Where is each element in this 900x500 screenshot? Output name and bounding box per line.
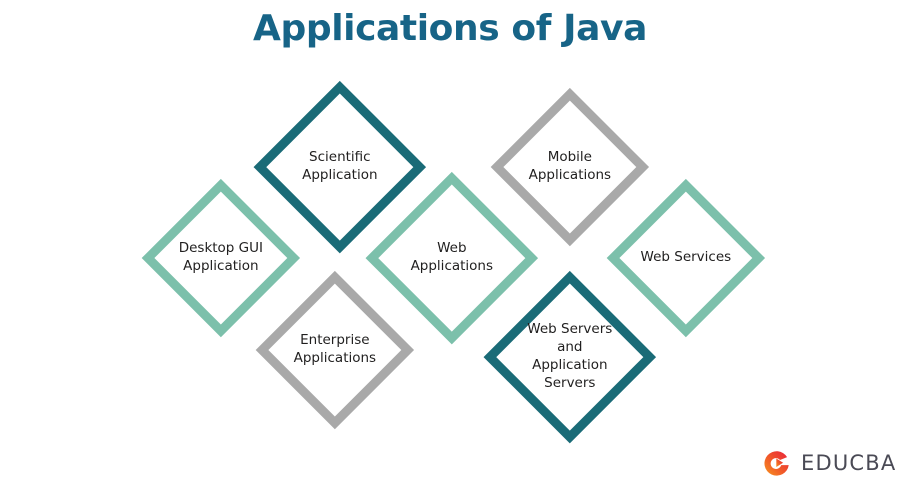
diamond-label-wrap: Enterprise Applications <box>288 303 382 397</box>
diamond-enterprise-applications[interactable]: Enterprise Applications <box>255 270 414 429</box>
diamond-label: Web Applications <box>410 240 494 274</box>
diamond-label: Web Servers and Application Servers <box>527 321 613 391</box>
diamond-web-servers-and-application-servers[interactable]: Web Servers and Application Servers <box>484 271 656 443</box>
diamond-label-wrap: Scientific Application <box>288 115 392 219</box>
diamond-label-wrap: Web Servers and Application Servers <box>518 305 622 409</box>
diamond-desktop-gui-application[interactable]: Desktop GUI Application <box>141 178 300 337</box>
diamond-mobile-applications[interactable]: Mobile Applications <box>490 87 649 246</box>
diamond-label: Mobile Applications <box>528 149 612 183</box>
diamond-label: Web Services <box>640 249 732 266</box>
educba-e-icon <box>764 451 789 476</box>
page-title: Applications of Java <box>253 8 647 49</box>
diamond-web-services[interactable]: Web Services <box>606 178 765 337</box>
educba-wordmark: EDUCBA <box>801 451 897 475</box>
diamond-label: Desktop GUI Application <box>178 240 264 274</box>
diamond-label: Scientific Application <box>302 149 378 183</box>
diamond-label-wrap: Mobile Applications <box>523 120 617 214</box>
diamond-label-wrap: Desktop GUI Application <box>174 211 268 305</box>
diamond-label-wrap: Web Applications <box>400 206 504 310</box>
diamond-label: Enterprise Applications <box>293 332 377 366</box>
educba-logo: EDUCBA <box>762 448 896 478</box>
diamond-label-wrap: Web Services <box>639 211 733 305</box>
